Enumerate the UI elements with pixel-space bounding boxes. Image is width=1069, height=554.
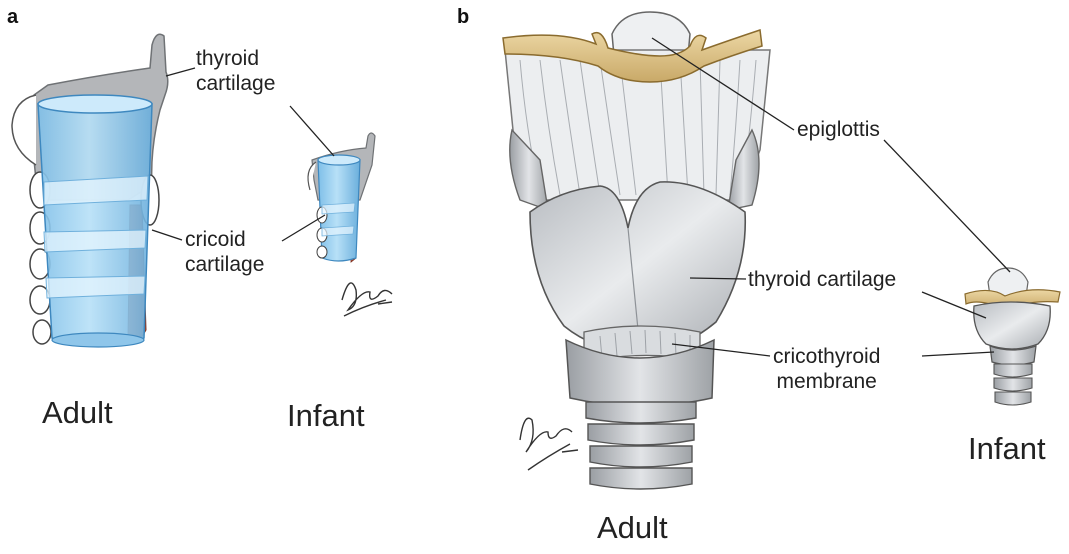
caption-adult-a: Adult (42, 395, 113, 431)
adult-airway-tube (38, 104, 152, 344)
label-thyroid-line1: thyroid (196, 46, 275, 71)
label-cricoid-line2: cartilage (185, 252, 264, 277)
infant-larynx-schematic (308, 133, 375, 262)
leader-line-cricoid-a (152, 230, 182, 240)
leader-line-cricothyroid-infant (922, 352, 994, 356)
artist-signature-b (520, 418, 578, 470)
label-cricoid-cartilage-a: cricoid cartilage (185, 227, 264, 277)
panel-a-letter: a (7, 6, 18, 29)
caption-infant-b: Infant (968, 431, 1046, 467)
label-cricothyroid-line2: membrane (773, 369, 880, 394)
adult-tracheal-rings-b (586, 402, 696, 489)
leader-line-thyroid-infant (290, 106, 334, 156)
infant-larynx-drawing (965, 268, 1060, 405)
label-thyroid-cartilage-a: thyroid cartilage (196, 46, 275, 96)
leader-line-epiglottis-infant (884, 140, 1010, 272)
adult-larynx-drawing (503, 12, 770, 489)
adult-larynx-schematic (12, 34, 168, 347)
caption-adult-b: Adult (597, 510, 668, 546)
label-cricothyroid-membrane: cricothyroid membrane (773, 344, 880, 394)
label-cricothyroid-line1: cricothyroid (773, 344, 880, 369)
panel-b-letter: b (457, 6, 469, 29)
label-cricoid-line1: cricoid (185, 227, 264, 252)
leader-line-thyroid-a (166, 68, 195, 76)
label-epiglottis: epiglottis (797, 117, 880, 142)
caption-infant-a: Infant (287, 398, 365, 434)
label-thyroid-line2: cartilage (196, 71, 275, 96)
label-thyroid-cartilage-b: thyroid cartilage (748, 267, 896, 292)
artist-signature-a (342, 283, 392, 316)
